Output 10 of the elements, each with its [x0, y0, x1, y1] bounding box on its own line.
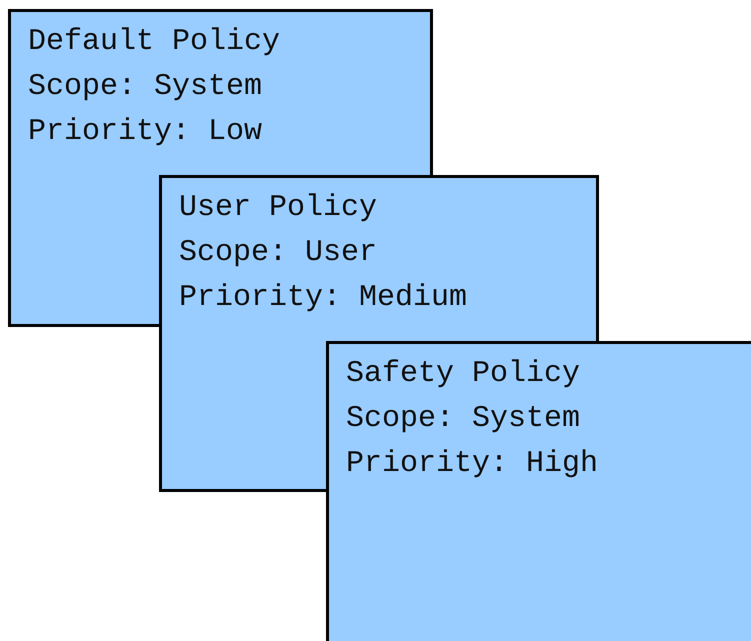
policy-title: User Policy: [179, 190, 378, 227]
policy-attribute-text: Priority: Low: [28, 114, 262, 151]
policy-title: Safety Policy: [346, 356, 580, 393]
policy-attribute-text: Priority: High: [346, 446, 598, 483]
policy-attribute-text: Scope: System: [28, 69, 262, 106]
policy-attribute-text: Priority: Medium: [179, 280, 468, 317]
policy-attribute-text: Scope: User: [179, 235, 378, 272]
policy-card: [326, 341, 751, 641]
policy-title: Default Policy: [28, 24, 280, 61]
policy-attribute-text: Scope: System: [346, 401, 580, 438]
